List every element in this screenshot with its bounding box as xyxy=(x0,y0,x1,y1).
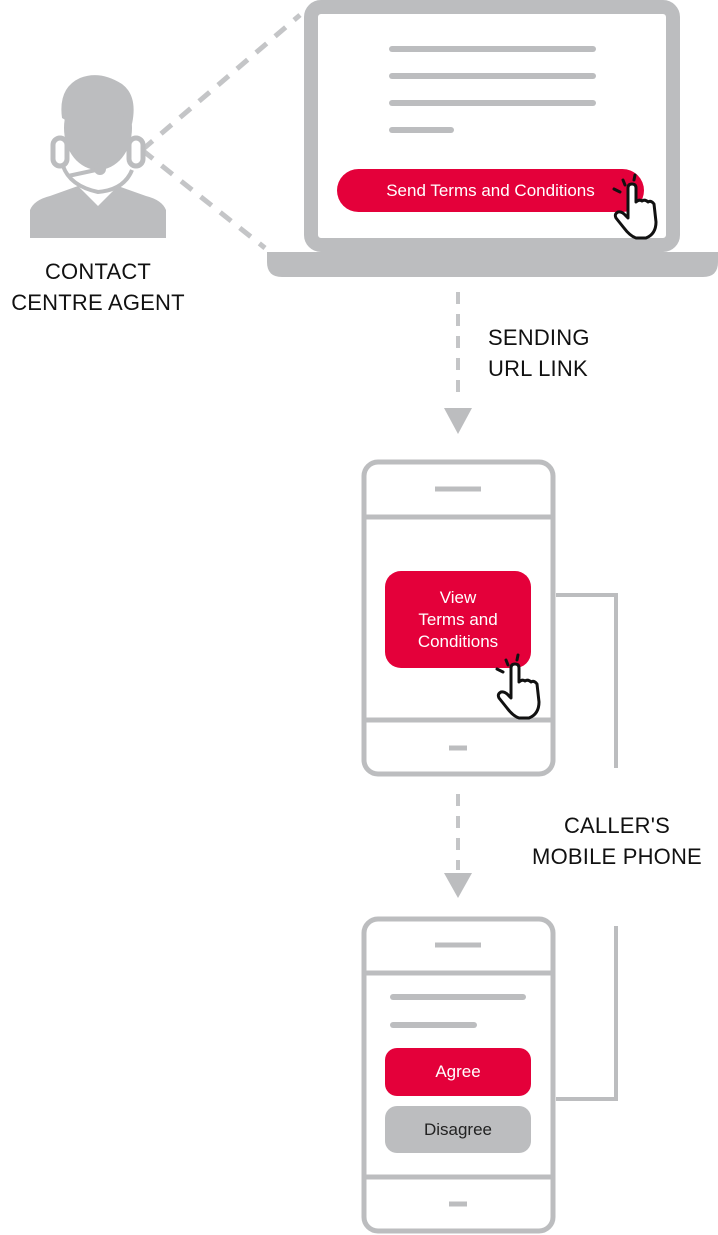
disagree-button[interactable]: Disagree xyxy=(385,1106,531,1153)
caller-line2: MOBILE PHONE xyxy=(532,844,702,869)
agent-label-line2: CENTRE AGENT xyxy=(11,290,185,315)
arrow-down-icon xyxy=(444,873,472,898)
agent-label-line1: CONTACT xyxy=(44,259,152,284)
phone-1 xyxy=(361,459,556,777)
connector-agent-laptop-bottom xyxy=(140,148,267,250)
headset-agent-icon xyxy=(30,75,166,238)
connector-agent-laptop-top xyxy=(140,13,302,152)
agree-label: Agree xyxy=(435,1062,481,1081)
phone-2 xyxy=(361,916,556,1234)
bracket-top xyxy=(556,593,618,768)
agent-label: CONTACT CENTRE AGENT xyxy=(0,256,196,318)
laptop-base xyxy=(267,252,718,277)
callers-mobile-phone-label: CALLER'S MOBILE PHONE xyxy=(520,810,714,872)
view-terms-line3: Conditions xyxy=(417,631,499,651)
agree-button[interactable]: Agree xyxy=(385,1048,531,1096)
view-terms-line2: Terms and xyxy=(418,609,498,629)
view-terms-button[interactable]: View Terms and Conditions xyxy=(385,571,531,668)
step1-line2: URL LINK xyxy=(488,356,588,381)
disagree-label: Disagree xyxy=(423,1119,493,1139)
phone-frame xyxy=(361,459,556,777)
sending-url-link-label: SENDING URL LINK xyxy=(488,322,590,384)
view-terms-line1: View xyxy=(439,587,477,607)
bracket-bottom xyxy=(556,926,618,1101)
laptop xyxy=(267,0,718,277)
send-terms-button[interactable]: Send Terms and Conditions xyxy=(337,169,644,212)
step1-line1: SENDING xyxy=(488,325,590,350)
phone-frame xyxy=(361,916,556,1234)
caller-line1: CALLER'S xyxy=(563,813,671,838)
arrow-down-icon xyxy=(444,408,472,434)
send-terms-button-label: Send Terms and Conditions xyxy=(386,180,595,200)
laptop-screen-frame xyxy=(304,0,680,252)
